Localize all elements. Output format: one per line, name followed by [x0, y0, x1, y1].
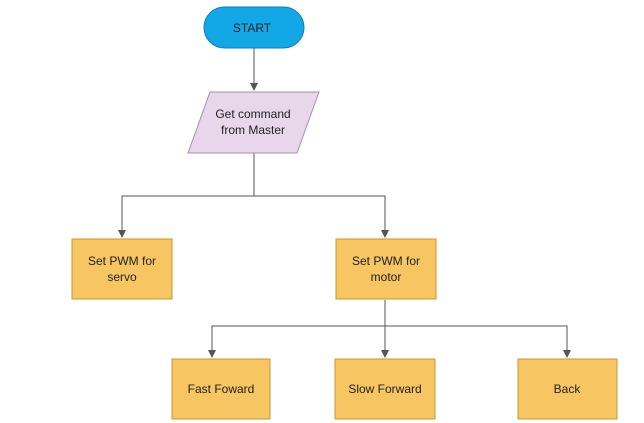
- start-node[interactable]: START: [203, 6, 305, 49]
- get-command-parallelogram-shape: [187, 91, 320, 154]
- back-process-shape: [517, 358, 618, 420]
- get-command-node[interactable]: Get command from Master: [187, 91, 320, 154]
- pwm-motor-process-shape: [335, 238, 437, 300]
- pwm-servo-label-line-1: Set PWM for: [88, 254, 156, 268]
- fast-forward-label: Fast Foward: [188, 382, 255, 396]
- pwm-servo-label-line-2: servo: [107, 270, 137, 284]
- connectors: [118, 48, 571, 358]
- pwm-motor-node[interactable]: Set PWM for motor: [335, 238, 437, 300]
- start-terminal-shape: [203, 6, 305, 49]
- fast-forward-node[interactable]: Fast Foward: [171, 358, 271, 420]
- pwm-motor-label-line-1: Set PWM for: [352, 254, 420, 268]
- connector-get-command-to-servo: [118, 153, 255, 238]
- connector-get-command-to-motor: [254, 195, 389, 238]
- pwm-servo-node[interactable]: Set PWM for servo: [71, 238, 173, 300]
- slow-forward-node[interactable]: Slow Forward: [334, 358, 436, 420]
- pwm-motor-label-line-2: motor: [371, 270, 402, 284]
- pwm-servo-process-shape: [71, 238, 173, 300]
- start-label: START: [233, 21, 272, 35]
- slow-forward-label: Slow Forward: [348, 382, 421, 396]
- fast-forward-process-shape: [171, 358, 271, 420]
- get-command-label-line-1: Get command: [215, 107, 290, 121]
- back-node[interactable]: Back: [517, 358, 618, 420]
- connector-motor-to-back: [385, 325, 571, 358]
- slow-forward-process-shape: [334, 358, 436, 420]
- get-command-label-line-2: from Master: [221, 123, 285, 137]
- back-label: Back: [554, 382, 582, 396]
- connector-motor-to-fast-forward: [208, 300, 386, 358]
